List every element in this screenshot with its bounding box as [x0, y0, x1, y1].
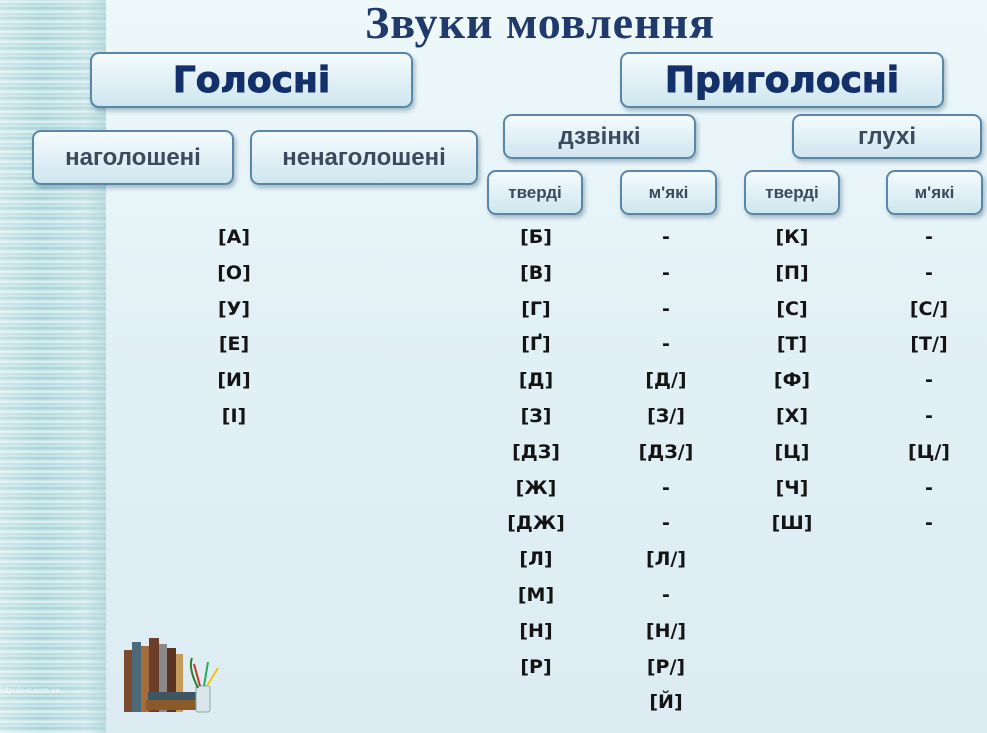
sound-item: - — [925, 226, 933, 248]
sound-item: [Е] — [218, 333, 250, 356]
sound-item: - — [925, 476, 933, 499]
sound-item: - — [662, 476, 670, 499]
voiceless-hard-column: [К] [П] [С] [Т] [Ф] [Х] [Ц] [Ч] [Ш] — [762, 220, 822, 542]
sound-item: [Т] — [776, 333, 808, 356]
sound-item: - — [662, 261, 670, 284]
sound-item: [Ш] — [771, 512, 813, 535]
sound-item: [Р/] — [646, 655, 686, 678]
sound-item: - — [925, 261, 933, 284]
sound-item: [Д] — [518, 369, 554, 392]
sound-item: [О] — [217, 261, 251, 284]
sound-item: [И] — [217, 369, 251, 392]
sound-item: [Н] — [519, 619, 553, 642]
stressed-vowels-box: наголошені — [32, 130, 234, 185]
sound-item: [П] — [775, 261, 809, 284]
decorative-stripes — [0, 0, 106, 733]
sound-item: [ДЖ] — [507, 512, 565, 535]
books-illustration — [124, 638, 219, 713]
sound-item: [І] — [221, 404, 247, 427]
vowels-box: Голосні — [90, 52, 413, 108]
sound-item: [Б] — [520, 226, 552, 248]
sound-item: [ДЗ/] — [638, 440, 694, 463]
sound-item: [Ж] — [515, 476, 557, 499]
sound-item: - — [662, 226, 670, 248]
sound-item: - — [662, 512, 670, 535]
sound-item: - — [925, 404, 933, 427]
voiceless-soft-box: м'які — [886, 170, 983, 215]
voiced-consonants-box: дзвінкі — [503, 114, 696, 159]
sound-item: - — [662, 297, 670, 320]
sound-item: [Р] — [520, 655, 552, 678]
sound-item: [Л] — [519, 548, 553, 571]
consonants-box: Приголосні — [620, 52, 944, 108]
sound-item: - — [925, 369, 933, 392]
sound-item: [Н/] — [645, 619, 687, 642]
sound-item: [С/] — [909, 297, 949, 320]
voiced-soft-column: - - - - [Д/] [З/] [ДЗ/] - - [Л/] - [Н/] [Р/] [Й] — [626, 220, 706, 721]
sound-item: [С] — [776, 297, 808, 320]
sound-item: [М] — [517, 583, 555, 606]
sound-item: [Х] — [775, 404, 809, 427]
sound-item: [Ц] — [774, 440, 810, 463]
sound-item: [ДЗ] — [512, 440, 560, 463]
watermark: http://o-u.com.ua — [0, 686, 61, 695]
sound-item: [Т/] — [910, 333, 948, 356]
voiceless-hard-box: тверді — [744, 170, 840, 215]
voiceless-consonants-box: глухі — [792, 114, 982, 159]
sound-item: [З] — [520, 404, 552, 427]
sound-item: [А] — [217, 226, 251, 248]
sound-item: [Д/] — [645, 369, 687, 392]
sound-item: [Л/] — [645, 548, 687, 571]
sound-item: [В] — [520, 261, 552, 284]
sound-item: [Й] — [649, 691, 683, 714]
stressed-vowels-column: [А] [О] [У] [Е] [И] [І] — [208, 220, 260, 435]
sound-item: [З/] — [647, 404, 685, 427]
sound-item: [Г] — [521, 297, 551, 320]
sound-item: [Ц/] — [908, 440, 950, 463]
sound-item: [К] — [775, 226, 809, 248]
page-title: Звуки мовлення — [365, 0, 715, 48]
sound-item: - — [662, 333, 670, 356]
sound-item: - — [662, 583, 670, 606]
voiced-hard-box: тверді — [487, 170, 583, 215]
sound-item: [У] — [217, 297, 251, 320]
sound-item: [Ґ] — [521, 333, 551, 356]
sound-item: - — [925, 512, 933, 535]
voiced-hard-column: [Б] [В] [Г] [Ґ] [Д] [З] [ДЗ] [Ж] [ДЖ] [Л] [М] [Н] [Р… — [500, 220, 572, 685]
sound-item: [Ч] — [775, 476, 809, 499]
unstressed-vowels-box: ненаголошені — [250, 130, 478, 185]
sound-item: [Ф] — [773, 369, 811, 392]
voiceless-soft-column: - - [С/] [Т/] - - [Ц/] - - — [898, 220, 960, 542]
voiced-soft-box: м'які — [620, 170, 717, 215]
